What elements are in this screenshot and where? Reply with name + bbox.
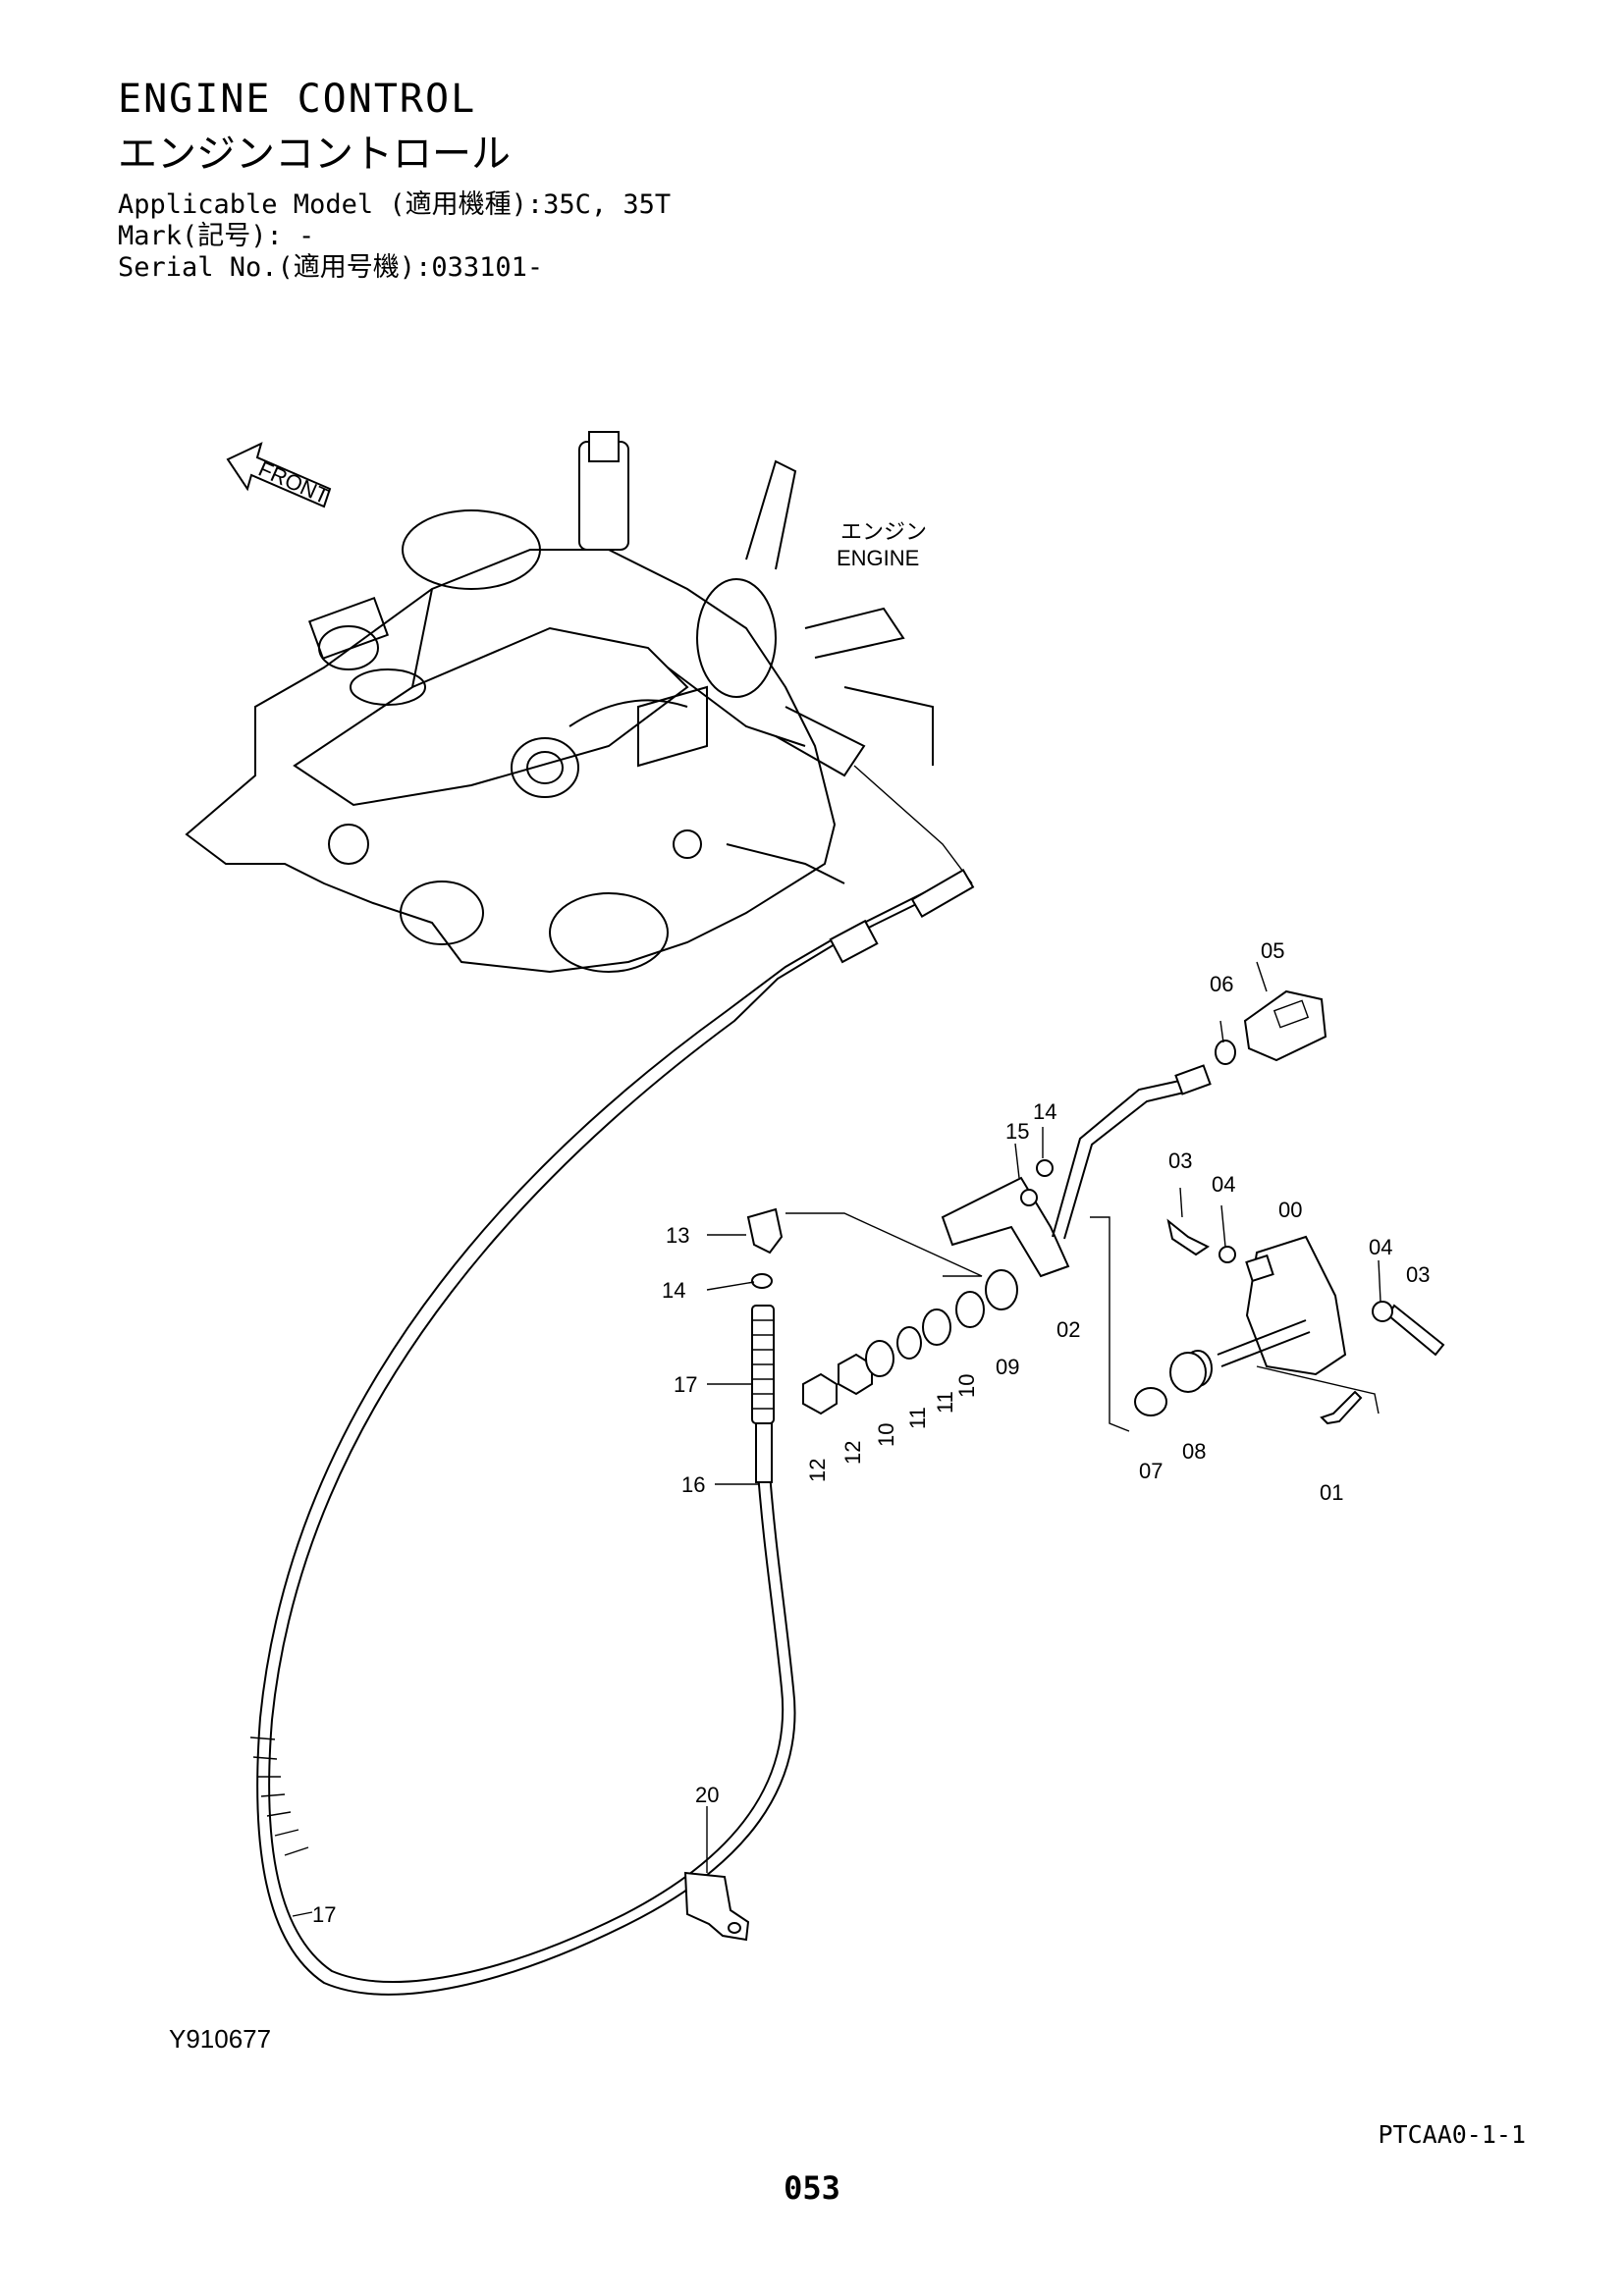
callout-20: 20 [695, 1783, 719, 1807]
callout-16: 16 [681, 1472, 705, 1497]
throttle-cable [249, 868, 975, 1996]
figure-id: Y910677 [169, 2024, 272, 2054]
callout-12-left: 12 [805, 1459, 830, 1482]
front-arrow-icon: FRONT [226, 442, 333, 509]
leader-lines [292, 961, 1381, 1917]
page-number: 053 [784, 2169, 840, 2207]
serial-number: Serial No.(適用号機):033101- [118, 252, 544, 283]
callout-04-right: 04 [1369, 1235, 1392, 1259]
callout-04-left: 04 [1212, 1172, 1235, 1197]
control-lever [941, 989, 1327, 1278]
callout-02: 02 [1056, 1317, 1080, 1342]
engine-label-ja: エンジン [840, 519, 927, 544]
mark-line: Mark(記号): - [118, 221, 315, 251]
callout-15: 15 [1005, 1119, 1029, 1144]
page-title-japanese: エンジンコントロール [118, 132, 511, 177]
callout-10-right: 10 [954, 1374, 979, 1398]
engine-illustration [185, 431, 973, 974]
engine-label-en: ENGINE [837, 546, 919, 570]
front-label: FRONT [255, 456, 333, 509]
callout-14-bottom: 14 [662, 1278, 685, 1303]
callout-00: 00 [1278, 1198, 1302, 1222]
cable-end-assembly [746, 1207, 983, 1483]
bracket-assembly [1090, 1216, 1445, 1432]
page-code: PTCAA0-1-1 [1378, 2120, 1526, 2149]
callout-13: 13 [666, 1223, 689, 1248]
callout-11-right: 11 [933, 1391, 957, 1414]
callout-05: 05 [1261, 938, 1284, 963]
callout-07: 07 [1139, 1459, 1163, 1483]
callout-10-left: 10 [874, 1423, 898, 1447]
callout-14-top: 14 [1033, 1099, 1056, 1124]
callout-09: 09 [996, 1355, 1019, 1379]
callout-labels: 05 06 14 15 03 04 00 04 03 13 14 17 16 0… [312, 938, 1430, 1927]
page-title: ENGINE CONTROL [118, 77, 477, 122]
callout-06: 06 [1210, 972, 1233, 996]
callout-08: 08 [1182, 1439, 1206, 1464]
callout-17-top: 17 [674, 1372, 697, 1397]
cable-clamp [683, 1871, 750, 1942]
callout-01: 01 [1320, 1480, 1343, 1505]
callout-12-right: 12 [840, 1441, 865, 1465]
callout-11-left: 11 [905, 1407, 930, 1429]
callout-03-right: 03 [1406, 1262, 1430, 1287]
washer-stack [802, 1269, 1018, 1415]
callout-17-bottom: 17 [312, 1902, 336, 1927]
applicable-model: Applicable Model (適用機種):35C, 35T [118, 189, 672, 220]
callout-03-left: 03 [1168, 1148, 1192, 1173]
